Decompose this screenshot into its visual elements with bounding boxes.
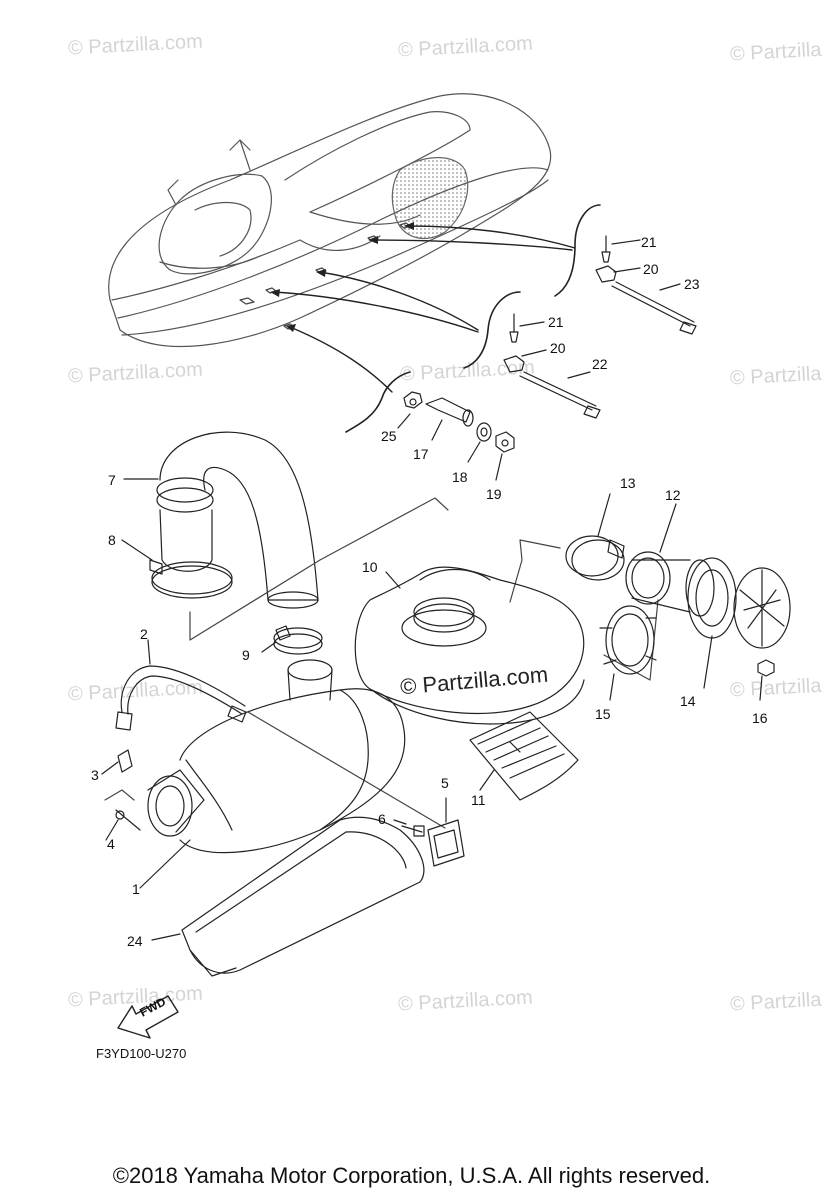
arrow-heads	[270, 222, 414, 332]
part-14-flange	[687, 557, 737, 689]
callout-10: 10	[362, 559, 378, 575]
part-18-washer	[467, 422, 492, 463]
part-16-nut	[757, 659, 775, 701]
part-16-grate	[733, 567, 791, 649]
part-21-rivet-lower	[509, 313, 545, 343]
part-25-nut	[397, 391, 423, 429]
callout-15: 15	[595, 706, 611, 722]
part-12-duct	[625, 503, 715, 617]
part-7-elbow-hose	[123, 431, 319, 609]
callout-14: 14	[680, 693, 696, 709]
part-2-strap	[115, 639, 247, 731]
part-5-plate	[427, 797, 465, 867]
callout-16: 16	[752, 710, 768, 726]
watercraft-hull	[108, 93, 552, 348]
part-6-screw	[393, 819, 425, 837]
callout-22: 22	[592, 356, 608, 372]
callout-1: 1	[132, 881, 140, 897]
callout-21: 21	[641, 234, 657, 250]
callout-23: 23	[684, 276, 700, 292]
part-19-nut	[495, 431, 515, 481]
part-21-rivet-upper	[601, 235, 641, 263]
part-10-water-box	[354, 566, 585, 725]
part-17-fitting	[425, 397, 474, 441]
part-13-clamp	[565, 493, 625, 581]
callout-8: 8	[108, 532, 116, 548]
muffler-inlet-pipe	[287, 659, 333, 701]
hull-shaded-component	[391, 157, 469, 240]
copyright-notice: ©2018 Yamaha Motor Corporation, U.S.A. A…	[112, 1163, 711, 1188]
callout-6: 6	[378, 811, 386, 827]
callout-13: 13	[620, 475, 636, 491]
part-24-tray	[151, 816, 425, 977]
callout-17: 17	[413, 446, 429, 462]
callout-9: 9	[242, 647, 250, 663]
callout-21: 21	[548, 314, 564, 330]
assembly-lines	[104, 497, 659, 829]
part-20-clip-lower	[503, 349, 547, 373]
callout-24: 24	[127, 933, 143, 949]
part-15-mount-ring	[599, 605, 657, 701]
callout-12: 12	[665, 487, 681, 503]
part-1-muffler	[139, 688, 406, 889]
callout-19: 19	[486, 486, 502, 502]
callout-7: 7	[108, 472, 116, 488]
callout-4: 4	[107, 836, 115, 852]
callout-5: 5	[441, 775, 449, 791]
part-23-cable-tie	[611, 281, 697, 335]
callout-18: 18	[452, 469, 468, 485]
part-20-clip-upper	[595, 265, 641, 283]
group-brackets	[345, 204, 601, 433]
callout-11: 11	[471, 792, 486, 808]
part-9-clamp	[261, 625, 323, 655]
callout-3: 3	[91, 767, 99, 783]
callout-20: 20	[643, 261, 659, 277]
fwd-arrow-icon	[117, 995, 179, 1039]
diagram-code: F3YD100-U270	[96, 1046, 187, 1061]
part-3-bracket	[101, 749, 133, 775]
callout-20: 20	[550, 340, 566, 356]
part-22-cable-tie	[519, 371, 601, 419]
hull-leader-arrows	[273, 225, 576, 393]
part-8-hose-clamp	[121, 539, 233, 599]
callout-25: 25	[381, 428, 397, 444]
callout-2: 2	[140, 626, 148, 642]
part-11-pad	[469, 711, 579, 801]
part-4-bolt	[105, 809, 141, 841]
